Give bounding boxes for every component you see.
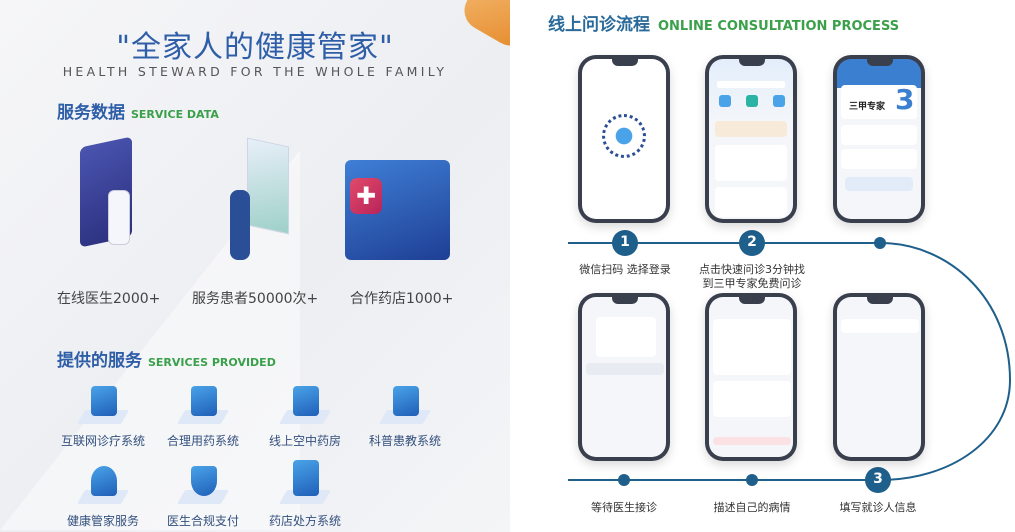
prescription-icon (275, 460, 335, 504)
heading-en: SERVICES PROVIDED (148, 356, 276, 369)
doctor-figure (108, 190, 130, 245)
service-label: 科普患教系统 (368, 434, 441, 448)
step-2-label-line1: 点击快速问诊3分钟找 (699, 263, 805, 276)
video-icon (375, 380, 435, 424)
left-panel: "全家人的健康管家" HEALTH STEWARD FOR THE WHOLE … (0, 0, 510, 532)
wait-doctor-label: 等待医生接诊 (591, 501, 657, 514)
step-2-marker (739, 230, 765, 256)
timeline-dot (618, 474, 630, 486)
page-subtitle: HEALTH STEWARD FOR THE WHOLE FAMILY (62, 64, 448, 79)
timeline-path (568, 242, 1012, 481)
service-label: 线上空中药房 (268, 434, 341, 448)
pharmacy-box-icon (275, 380, 335, 424)
service-label: 合理用药系统 (166, 434, 239, 448)
shield-yen-icon (173, 460, 233, 504)
phone-experts: 三甲专家 3 (833, 55, 925, 223)
process-heading: 线上问诊流程 ONLINE CONSULTATION PROCESS (548, 10, 899, 35)
phone-patient-info (833, 293, 925, 461)
step-3-marker (865, 467, 891, 493)
phone-waiting (578, 293, 670, 461)
phone-home (705, 55, 797, 223)
step-1-number: 1 (620, 234, 630, 250)
describe-condition-label: 描述自己的病情 (713, 501, 791, 514)
stat-pharmacies: 合作药店1000+ (350, 291, 454, 307)
step-3-number: 3 (873, 471, 883, 487)
timeline-dot (874, 237, 886, 249)
phone-describe (705, 293, 797, 461)
service-label: 医生合规支付 (166, 514, 239, 528)
heading-en: SERVICE DATA (131, 108, 219, 121)
number-graphic: 3 (895, 83, 915, 116)
heading-cn: 提供的服务 (57, 351, 142, 371)
patient-figure (230, 190, 250, 260)
phone-qr-scan (578, 55, 670, 223)
user-icon (73, 460, 133, 504)
heading-cn: 服务数据 (57, 103, 125, 123)
process-timeline (568, 230, 1012, 493)
step-1-label: 微信扫码 选择登录 (579, 263, 671, 276)
stat-doctors: 在线医生2000+ (57, 291, 161, 307)
step-3-label: 填写就诊人信息 (839, 501, 917, 514)
stat-patients: 服务患者50000次+ (192, 291, 319, 307)
medicine-icon (173, 380, 233, 424)
heading-cn: 线上问诊流程 (548, 15, 650, 35)
patient-illustration (247, 137, 289, 235)
step-2-label-line2: 到三甲专家免费问诊 (702, 277, 802, 290)
page-title: "全家人的健康管家" (116, 30, 394, 65)
service-data-heading: 服务数据 SERVICE DATA (57, 98, 219, 123)
qr-code-icon (602, 114, 646, 158)
service-label: 健康管家服务 (66, 514, 139, 528)
services-heading: 提供的服务 SERVICES PROVIDED (57, 346, 276, 371)
step-2-number: 2 (747, 234, 757, 250)
service-label: 互联网诊疗系统 (60, 434, 145, 448)
service-label: 药店处方系统 (268, 514, 341, 528)
monitor-icon (73, 380, 133, 424)
cross-icon: ✚ (350, 178, 382, 214)
step-1-marker (612, 230, 638, 256)
timeline-dot (746, 474, 758, 486)
heading-en: ONLINE CONSULTATION PROCESS (658, 19, 900, 34)
top-expert-text: 三甲专家 (849, 102, 886, 112)
